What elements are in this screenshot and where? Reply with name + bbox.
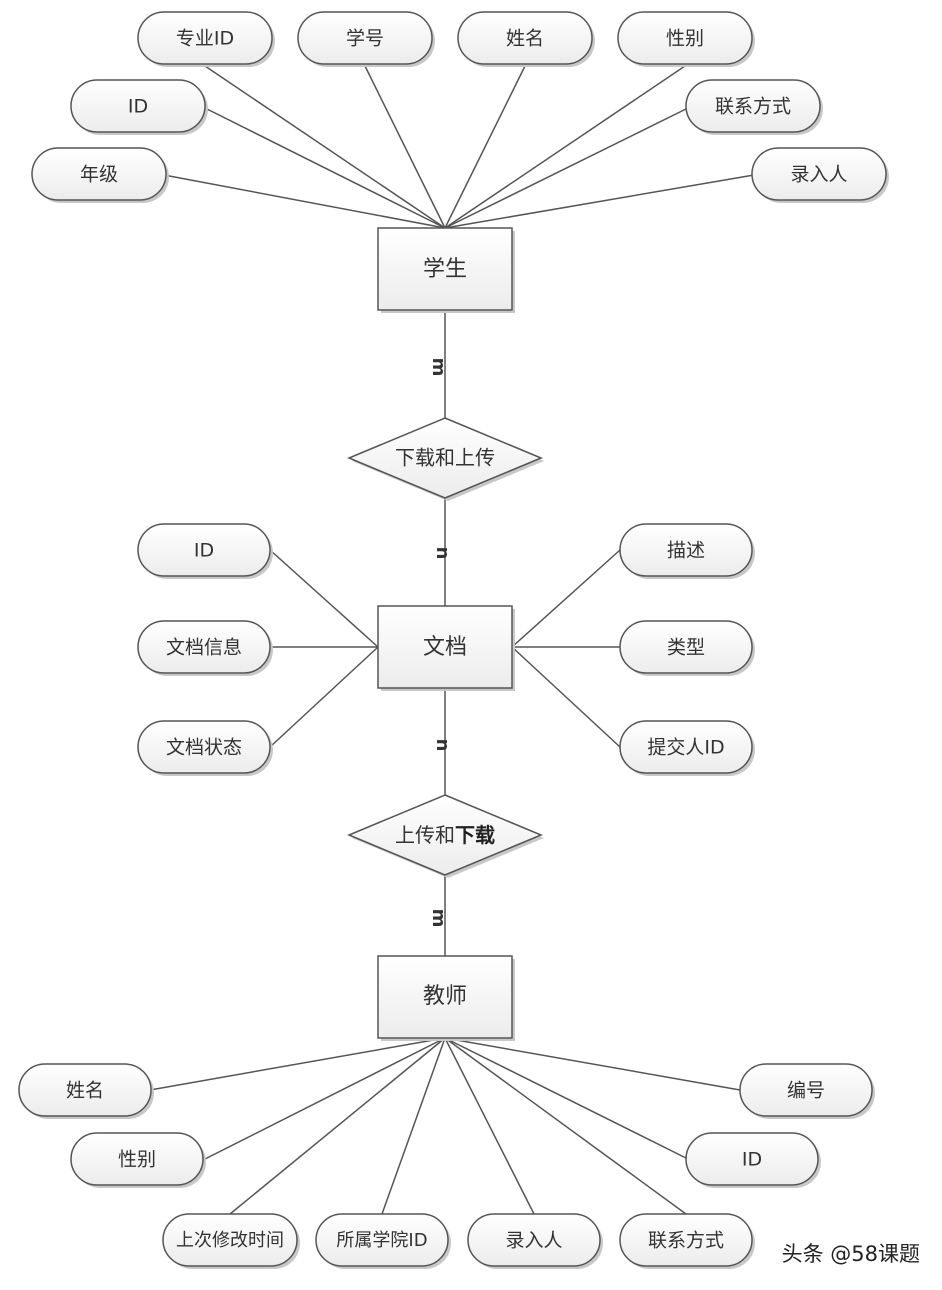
- line-doc-submitter: [511, 646, 621, 748]
- svg-text:文档: 文档: [423, 635, 467, 660]
- attr-teacher-last-modified: 上次修改时间: [162, 1213, 300, 1269]
- svg-text:录入人: 录入人: [505, 1230, 562, 1252]
- attr-teacher-entered-by: 录入人: [467, 1213, 603, 1269]
- attr-student-grade: 年级: [31, 147, 169, 203]
- line-doc-id: [269, 549, 379, 648]
- cardinality-rel2-teacher: m: [428, 909, 449, 928]
- line-teacher-number: [444, 1037, 741, 1091]
- svg-text:ID: ID: [742, 1149, 762, 1171]
- attr-teacher-college-id: 所属学院ID: [315, 1213, 451, 1269]
- line-student-grade: [163, 174, 446, 229]
- relationship-2-label-normal: 上传和: [395, 823, 455, 847]
- line-student-contact: [444, 107, 689, 229]
- attr-student-no: 学号: [297, 11, 435, 67]
- attr-teacher-number: 编号: [739, 1063, 875, 1119]
- svg-text:ID: ID: [194, 540, 214, 562]
- entity-student: 学生: [377, 227, 515, 313]
- svg-text:姓名: 姓名: [506, 28, 544, 50]
- attr-student-entered-by: 录入人: [751, 147, 889, 203]
- svg-text:ID: ID: [128, 96, 148, 118]
- entity-document: 文档: [377, 605, 515, 691]
- svg-text:文档信息: 文档信息: [166, 637, 242, 659]
- svg-text:联系方式: 联系方式: [648, 1230, 724, 1252]
- line-teacher-last-modified: [229, 1037, 446, 1215]
- line-teacher-contact: [444, 1037, 687, 1215]
- relationship-2-label-bold: 下载: [455, 823, 495, 847]
- entity-teacher: 教师: [377, 955, 515, 1041]
- line-student-name: [444, 65, 526, 229]
- line-teacher-gender: [204, 1037, 446, 1160]
- attr-doc-submitter-id: 提交人ID: [619, 720, 755, 776]
- svg-text:学生: 学生: [423, 257, 467, 282]
- attr-teacher-contact: 联系方式: [619, 1213, 755, 1269]
- svg-text:专业ID: 专业ID: [176, 28, 234, 50]
- svg-text:编号: 编号: [787, 1080, 825, 1102]
- line-teacher-college: [381, 1037, 446, 1215]
- svg-text:教师: 教师: [423, 984, 467, 1009]
- cardinality-student-rel: m: [428, 358, 449, 377]
- attr-doc-type: 类型: [619, 620, 755, 676]
- svg-text:上传和下载: 上传和下载: [395, 823, 495, 847]
- attr-teacher-name: 姓名: [18, 1063, 154, 1119]
- svg-text:描述: 描述: [667, 540, 705, 562]
- svg-text:所属学院ID: 所属学院ID: [336, 1230, 427, 1251]
- line-student-major-id: [204, 65, 446, 229]
- attr-teacher-id: ID: [685, 1132, 821, 1188]
- attr-student-id: ID: [70, 79, 208, 135]
- attr-teacher-gender: 性别: [70, 1132, 206, 1188]
- cardinality-document-rel2: n: [432, 739, 453, 752]
- svg-text:文档状态: 文档状态: [166, 737, 242, 759]
- attr-doc-info: 文档信息: [137, 620, 273, 676]
- line-teacher-id: [444, 1037, 689, 1160]
- svg-text:提交人ID: 提交人ID: [647, 737, 724, 759]
- attr-doc-id: ID: [137, 523, 273, 579]
- svg-text:性别: 性别: [666, 28, 704, 50]
- line-teacher-name: [149, 1037, 446, 1091]
- svg-text:联系方式: 联系方式: [715, 96, 791, 118]
- line-doc-description: [511, 549, 621, 648]
- line-doc-status: [269, 646, 379, 748]
- line-teacher-entered-by: [444, 1037, 535, 1215]
- line-student-no: [364, 65, 446, 229]
- svg-text:姓名: 姓名: [66, 1080, 104, 1102]
- attr-student-major-id: 专业ID: [137, 11, 275, 67]
- line-student-entered-by: [444, 174, 755, 229]
- line-student-gender: [444, 65, 686, 229]
- attr-student-name: 姓名: [457, 11, 595, 67]
- attr-doc-description: 描述: [619, 523, 755, 579]
- line-student-id: [204, 107, 446, 229]
- svg-text:上次修改时间: 上次修改时间: [176, 1230, 284, 1251]
- svg-text:学号: 学号: [346, 28, 384, 50]
- svg-text:录入人: 录入人: [790, 164, 847, 186]
- relationship-upload-download: 上传和下载: [347, 794, 544, 878]
- svg-text:类型: 类型: [667, 637, 705, 659]
- watermark: 头条 @58课题: [781, 1242, 920, 1266]
- cardinality-rel-document: n: [432, 547, 453, 560]
- svg-text:性别: 性别: [118, 1149, 156, 1171]
- svg-text:年级: 年级: [80, 164, 118, 186]
- relationship-download-upload: 下载和上传: [347, 417, 544, 501]
- svg-text:下载和上传: 下载和上传: [395, 446, 495, 470]
- attr-student-contact: 联系方式: [685, 79, 823, 135]
- attr-doc-status: 文档状态: [137, 720, 273, 776]
- attr-student-gender: 性别: [617, 11, 755, 67]
